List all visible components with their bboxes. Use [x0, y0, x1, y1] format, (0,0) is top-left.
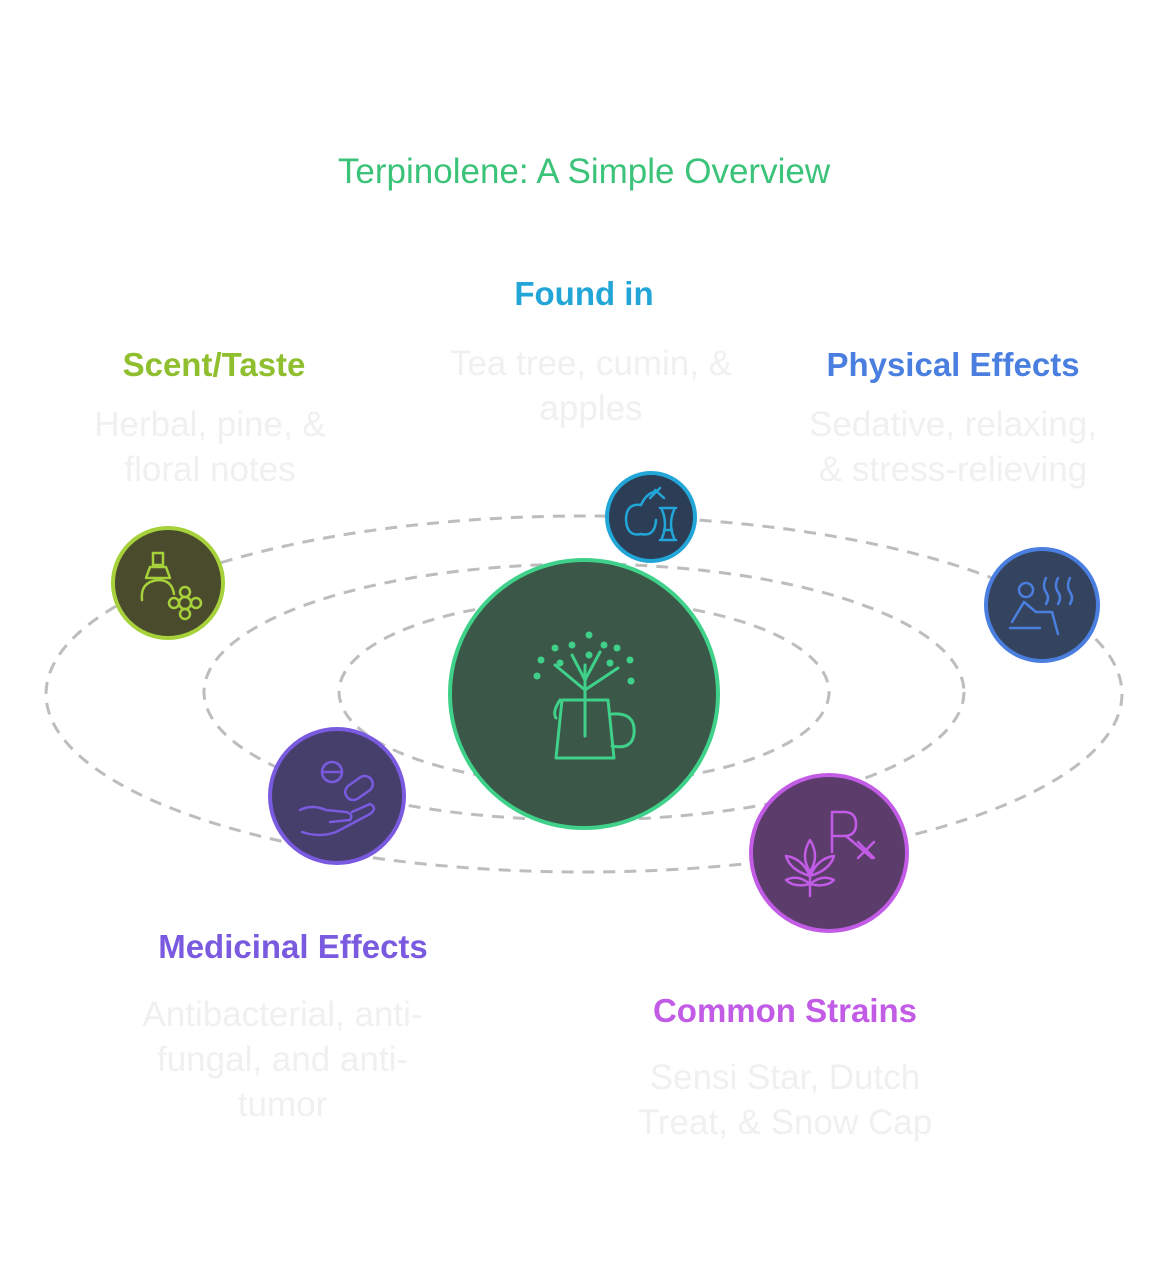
description-line: Antibacterial, anti- [142, 995, 423, 1034]
physical-effects-node [984, 547, 1100, 663]
sauna-relax-icon [1008, 576, 1074, 636]
scent-taste-node [111, 526, 225, 640]
medicinal-effects-heading: Medicinal Effects [158, 928, 428, 965]
pills-hand-icon [298, 760, 376, 837]
description-line: & stress-relieving [818, 450, 1088, 489]
center-node [448, 558, 720, 830]
scent-taste-heading: Scent/Taste [122, 346, 306, 383]
found-in-node [605, 471, 697, 563]
scent-taste-description: Herbal, pine, & floral notes [40, 402, 380, 492]
apple-dna-icon [624, 486, 678, 542]
description-line: apples [539, 389, 643, 428]
medicinal-effects-description: Antibacterial, anti- fungal, and anti- t… [110, 992, 455, 1127]
perfume-flower-icon [140, 551, 203, 621]
description-line: floral notes [124, 450, 296, 489]
common-strains-heading: Common Strains [652, 992, 918, 1029]
description-line: Tea tree, cumin, & [449, 344, 733, 383]
common-strains-description: Sensi Star, Dutch Treat, & Snow Cap [610, 1055, 960, 1145]
description-line: tumor [237, 1085, 328, 1124]
found-in-description: Tea tree, cumin, & apples [421, 341, 761, 431]
outer-orbit [44, 514, 1124, 874]
cannabis-tea-icon [533, 631, 636, 760]
diagram-title: Terpinolene: A Simple Overview [337, 152, 831, 191]
description-line: fungal, and anti- [156, 1040, 408, 1079]
medicinal-effects-node [268, 727, 406, 865]
found-in-heading: Found in [514, 275, 654, 312]
description-line: Treat, & Snow Cap [637, 1103, 933, 1142]
description-line: Sedative, relaxing, [809, 405, 1097, 444]
physical-effects-heading: Physical Effects [826, 346, 1080, 383]
physical-effects-description: Sedative, relaxing, & stress-relieving [780, 402, 1126, 492]
common-strains-node [749, 773, 909, 933]
description-line: Herbal, pine, & [94, 405, 326, 444]
cannabis-prescription-icon [784, 810, 876, 898]
description-line: Sensi Star, Dutch [649, 1058, 921, 1097]
